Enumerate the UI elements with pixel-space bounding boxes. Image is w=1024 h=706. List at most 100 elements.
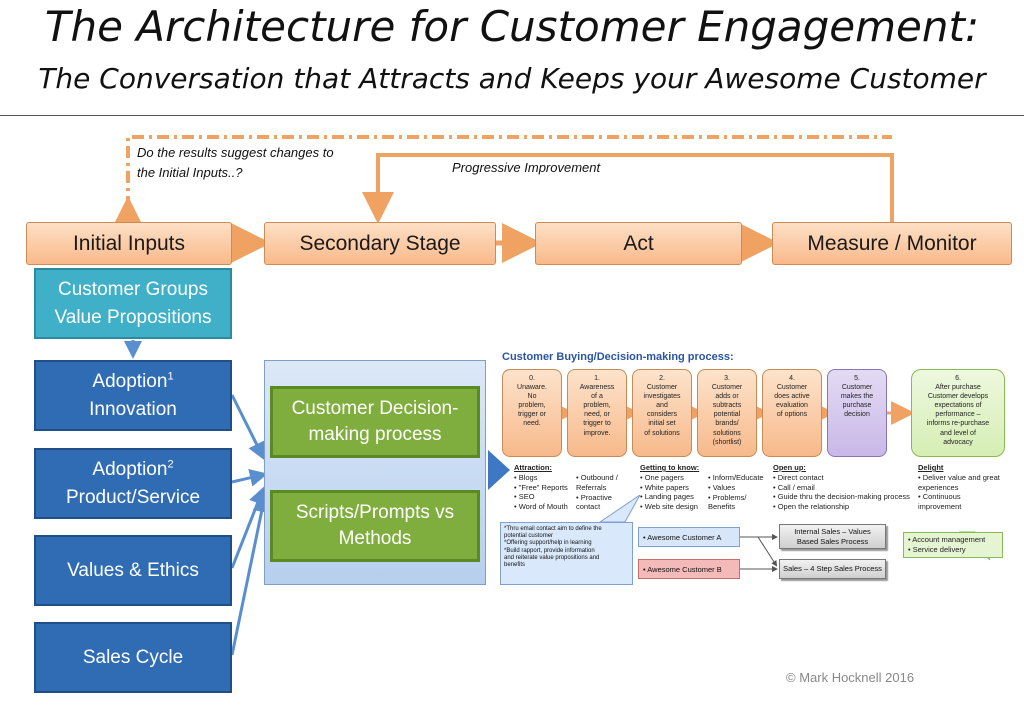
- list-delight: Delight • Deliver value and great experi…: [918, 463, 1018, 512]
- getting-item-3: • Landing pages: [640, 492, 694, 502]
- box-adoption-product: Adoption2 Product/Service: [34, 448, 232, 519]
- process-step-4: 4. Customer does active evaluation of op…: [762, 369, 822, 457]
- adoption1-word: Adoption: [92, 370, 168, 392]
- step1-l5: trigger to: [583, 420, 611, 428]
- inform-item-1: • Inform/Educate: [708, 473, 764, 482]
- step0-l2: No: [527, 393, 537, 401]
- step6-l2: Customer develops: [927, 393, 989, 401]
- internal-sales-l1: Based Sales Process: [796, 536, 869, 546]
- step0-l3: problem,: [518, 402, 546, 410]
- step4-l4: of options: [776, 411, 808, 419]
- delight-item-4: improvement: [918, 502, 962, 511]
- stage-initial-inputs: Initial Inputs: [26, 222, 232, 265]
- feedback-question-line-1: Do the results suggest changes to: [137, 145, 334, 160]
- delight-item-3: • Continuous: [918, 492, 961, 502]
- step4-l0: 4.: [789, 375, 795, 382]
- process-step-2: 2. Customer investigates and considers i…: [632, 369, 692, 457]
- step1-l3: problem,: [583, 402, 611, 410]
- step1-l4: need, or: [584, 411, 610, 419]
- box-sales-cycle: Sales Cycle: [34, 622, 232, 693]
- callout-green-l0: • Account management: [908, 535, 986, 544]
- attraction-item-1: • Blogs: [514, 472, 538, 482]
- openup-item-2: • Call / email: [773, 482, 815, 492]
- attraction-item-4: • Word of Mouth: [514, 502, 568, 511]
- arrow-adoption2-panel: [231, 468, 268, 487]
- step3-l5: brands/: [715, 420, 739, 428]
- awesome-customer-a: • Awesome Customer A: [638, 527, 740, 547]
- step1-l0: 1.: [594, 375, 600, 382]
- list-open-up: Open up: • Direct contact • Call / email…: [773, 463, 921, 512]
- step2-l4: considers: [647, 411, 677, 419]
- openup-heading: Open up:: [773, 463, 806, 472]
- step5-l1: Customer: [841, 384, 873, 392]
- process-step-0: 0. Unaware. No problem, trigger or need.: [502, 369, 562, 457]
- step2-l2: investigates: [643, 393, 681, 401]
- step2-l6: of solutions: [644, 429, 680, 437]
- callout-blue-l3: *Build rapport, provide information: [504, 547, 595, 554]
- step0-l0: 0.: [529, 375, 535, 382]
- attraction-heading: Attraction:: [514, 463, 552, 472]
- step3-l7: (shortlist): [712, 438, 742, 446]
- customer-groups-line: Customer Groups: [58, 278, 208, 300]
- callout-blue-l2: *Offering support/help in learning: [504, 540, 592, 547]
- callout-green-l1: • Service delivery: [908, 544, 966, 554]
- attraction-item-3: • SEO: [514, 492, 535, 502]
- adoption2-line: Adoption2: [92, 456, 173, 484]
- step2-l5: initial set: [648, 420, 676, 428]
- step4-l3: evaluation: [776, 402, 808, 410]
- list-getting-to-know: Getting to know: • One pagers • White pa…: [640, 463, 710, 512]
- step3-l6: solutions: [713, 429, 741, 437]
- step2-l0: 2.: [659, 375, 665, 382]
- outbound-item-3: • Proactive: [576, 492, 612, 502]
- step2-l3: and: [656, 402, 668, 410]
- scripts-line-2: Methods: [338, 528, 412, 549]
- box-scripts-prompts: Scripts/Prompts vs Methods: [270, 490, 480, 562]
- stage-act: Act: [535, 222, 742, 265]
- adoption2-word: Adoption: [92, 458, 168, 480]
- page-title: The Architecture for Customer Engagement…: [44, 2, 980, 51]
- step1-l2: of a: [591, 393, 603, 401]
- step1-l6: improve.: [583, 429, 611, 437]
- inform-item-4: Benefits: [708, 502, 736, 512]
- delight-heading: Delight: [918, 463, 944, 472]
- step3-l2: adds or: [715, 393, 739, 401]
- step6-l7: advocacy: [943, 438, 973, 446]
- callout-blue-l4: and reiterate value propositions and: [504, 554, 600, 561]
- step3-l4: potential: [713, 411, 741, 419]
- stage-measure-monitor: Measure / Monitor: [772, 222, 1012, 265]
- step3-l0: 3.: [724, 375, 730, 382]
- box-values-ethics: Values & Ethics: [34, 535, 232, 606]
- step2-l1: Customer: [646, 384, 678, 392]
- list-attraction: Attraction: • Blogs • "Free" Reports • S…: [514, 463, 576, 512]
- stage-secondary: Secondary Stage: [264, 222, 496, 265]
- list-outbound: • Outbound / Referrals • Proactive conta…: [576, 473, 636, 512]
- delight-item-2: experiences: [918, 482, 959, 492]
- box-adoption-innovation: Adoption1 Innovation: [34, 360, 232, 431]
- callout-account-service: • Account management • Service delivery: [903, 532, 1003, 558]
- callout-blue-l5: benefits: [504, 561, 526, 568]
- progressive-improvement-label: Progressive Improvement: [452, 160, 601, 175]
- openup-item-1: • Direct contact: [773, 472, 824, 482]
- page-subtitle: The Conversation that Attracts and Keeps…: [38, 62, 986, 95]
- step6-l0: 6.: [955, 375, 961, 382]
- step5-l0: 5.: [854, 375, 860, 382]
- step5-l3: purchase: [842, 402, 872, 410]
- step0-l1: Unaware.: [517, 384, 547, 392]
- outbound-item-4: contact: [576, 502, 601, 512]
- process-step-5: 5. Customer makes the purchase decision: [827, 369, 887, 457]
- adoption2-sup: 2: [167, 458, 174, 471]
- step6-l4: performance –: [935, 411, 981, 419]
- arrow-sales-panel: [230, 494, 271, 656]
- delight-item-1: • Deliver value and great: [918, 472, 1000, 482]
- arrow-adoption1-panel: [230, 394, 265, 461]
- getting-item-2: • White papers: [640, 482, 689, 492]
- connector-a-to-b: [757, 536, 778, 567]
- step6-l1: After purchase: [935, 384, 981, 392]
- step1-l1: Awareness: [579, 384, 615, 392]
- list-inform: • Inform/Educate • Values • Problems/ Be…: [708, 473, 774, 512]
- value-propositions-line: Value Propositions: [54, 306, 212, 328]
- step0-l4: trigger or: [517, 411, 546, 419]
- decision-line-1: Customer Decision-: [291, 398, 459, 420]
- feedback-dashed-line: [112, 135, 892, 228]
- box-customer-groups: Customer Groups Value Propositions: [34, 268, 232, 339]
